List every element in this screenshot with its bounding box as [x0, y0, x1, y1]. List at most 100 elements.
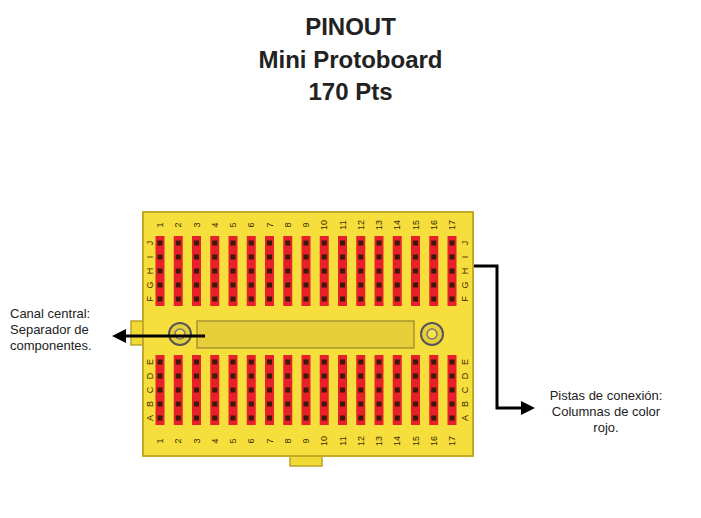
- pin-hole: [377, 269, 382, 274]
- pin-hole: [431, 388, 436, 393]
- pin-hole: [212, 416, 217, 421]
- pin-hole: [358, 374, 363, 379]
- column-number: 4: [210, 438, 220, 443]
- callout-text: Pistas de conexión: Columnas de color ro…: [542, 388, 670, 436]
- pin-hole: [267, 416, 272, 421]
- pin-hole: [322, 269, 327, 274]
- pin-hole: [340, 416, 345, 421]
- red-strip: [156, 236, 165, 306]
- pin-hole: [395, 402, 400, 407]
- pin-hole: [249, 388, 254, 393]
- pin-hole: [450, 374, 455, 379]
- pin-hole: [231, 269, 236, 274]
- pin-hole: [395, 374, 400, 379]
- pin-hole: [249, 269, 254, 274]
- pin-hole: [231, 241, 236, 246]
- pin-hole: [358, 241, 363, 246]
- pin-hole: [413, 416, 418, 421]
- pin-hole: [322, 241, 327, 246]
- pin-hole: [358, 283, 363, 288]
- pin-hole: [176, 360, 181, 365]
- pin-hole: [358, 269, 363, 274]
- red-strip: [356, 236, 365, 306]
- pin-hole: [194, 255, 199, 260]
- pin-hole: [249, 241, 254, 246]
- pin-hole: [176, 241, 181, 246]
- pin-hole: [413, 402, 418, 407]
- pin-hole: [304, 416, 309, 421]
- pin-hole: [285, 374, 290, 379]
- subtitle: Mini Protoboard: [0, 46, 701, 74]
- pin-hole: [249, 416, 254, 421]
- red-strip: [192, 355, 201, 425]
- pin-hole: [431, 402, 436, 407]
- pin-hole: [158, 241, 163, 246]
- pin-hole: [377, 416, 382, 421]
- red-strip: [192, 236, 201, 306]
- row-letter: A: [460, 415, 470, 421]
- strips: [156, 236, 457, 425]
- pin-hole: [431, 269, 436, 274]
- red-strip: [320, 355, 329, 425]
- pin-hole: [395, 416, 400, 421]
- pin-hole: [413, 388, 418, 393]
- pin-hole: [358, 402, 363, 407]
- pin-hole: [158, 255, 163, 260]
- pin-hole: [377, 388, 382, 393]
- pin-hole: [413, 360, 418, 365]
- pin-hole: [231, 283, 236, 288]
- pin-hole: [267, 241, 272, 246]
- pin-hole: [377, 402, 382, 407]
- pin-hole: [431, 374, 436, 379]
- row-letter: E: [460, 359, 470, 365]
- column-number: 17: [447, 220, 457, 230]
- column-number: 16: [429, 436, 439, 446]
- pin-hole: [212, 255, 217, 260]
- pin-hole: [413, 297, 418, 302]
- pin-hole: [231, 374, 236, 379]
- pin-hole: [212, 283, 217, 288]
- pin-hole: [231, 360, 236, 365]
- pin-hole: [322, 255, 327, 260]
- pin-hole: [176, 416, 181, 421]
- row-letter: I: [145, 256, 155, 259]
- column-number: 13: [374, 436, 384, 446]
- red-strip: [338, 236, 347, 306]
- red-strip: [174, 355, 183, 425]
- pin-hole: [413, 374, 418, 379]
- pin-hole: [176, 297, 181, 302]
- central-channel: [197, 321, 414, 348]
- pin-hole: [431, 283, 436, 288]
- pin-hole: [249, 297, 254, 302]
- column-number: 14: [392, 436, 402, 446]
- pin-hole: [413, 269, 418, 274]
- red-strip: [283, 355, 292, 425]
- red-strip: [429, 236, 438, 306]
- column-number: 9: [301, 222, 311, 227]
- pin-hole: [176, 269, 181, 274]
- pin-hole: [285, 241, 290, 246]
- pin-hole: [304, 402, 309, 407]
- row-letter: E: [145, 359, 155, 365]
- pin-hole: [340, 255, 345, 260]
- pin-hole: [322, 416, 327, 421]
- pin-hole: [285, 297, 290, 302]
- pin-hole: [377, 255, 382, 260]
- pin-hole: [285, 269, 290, 274]
- column-number: 2: [173, 438, 183, 443]
- board-body: [143, 212, 473, 456]
- pin-hole: [431, 297, 436, 302]
- row-letter: G: [145, 281, 155, 288]
- row-letter: H: [460, 268, 470, 275]
- row-letter: C: [460, 387, 470, 394]
- pin-hole: [158, 416, 163, 421]
- column-number: 6: [246, 222, 256, 227]
- pin-hole: [304, 297, 309, 302]
- pin-hole: [285, 416, 290, 421]
- pin-hole: [304, 283, 309, 288]
- pin-hole: [158, 388, 163, 393]
- pin-hole: [158, 374, 163, 379]
- column-number: 10: [319, 436, 329, 446]
